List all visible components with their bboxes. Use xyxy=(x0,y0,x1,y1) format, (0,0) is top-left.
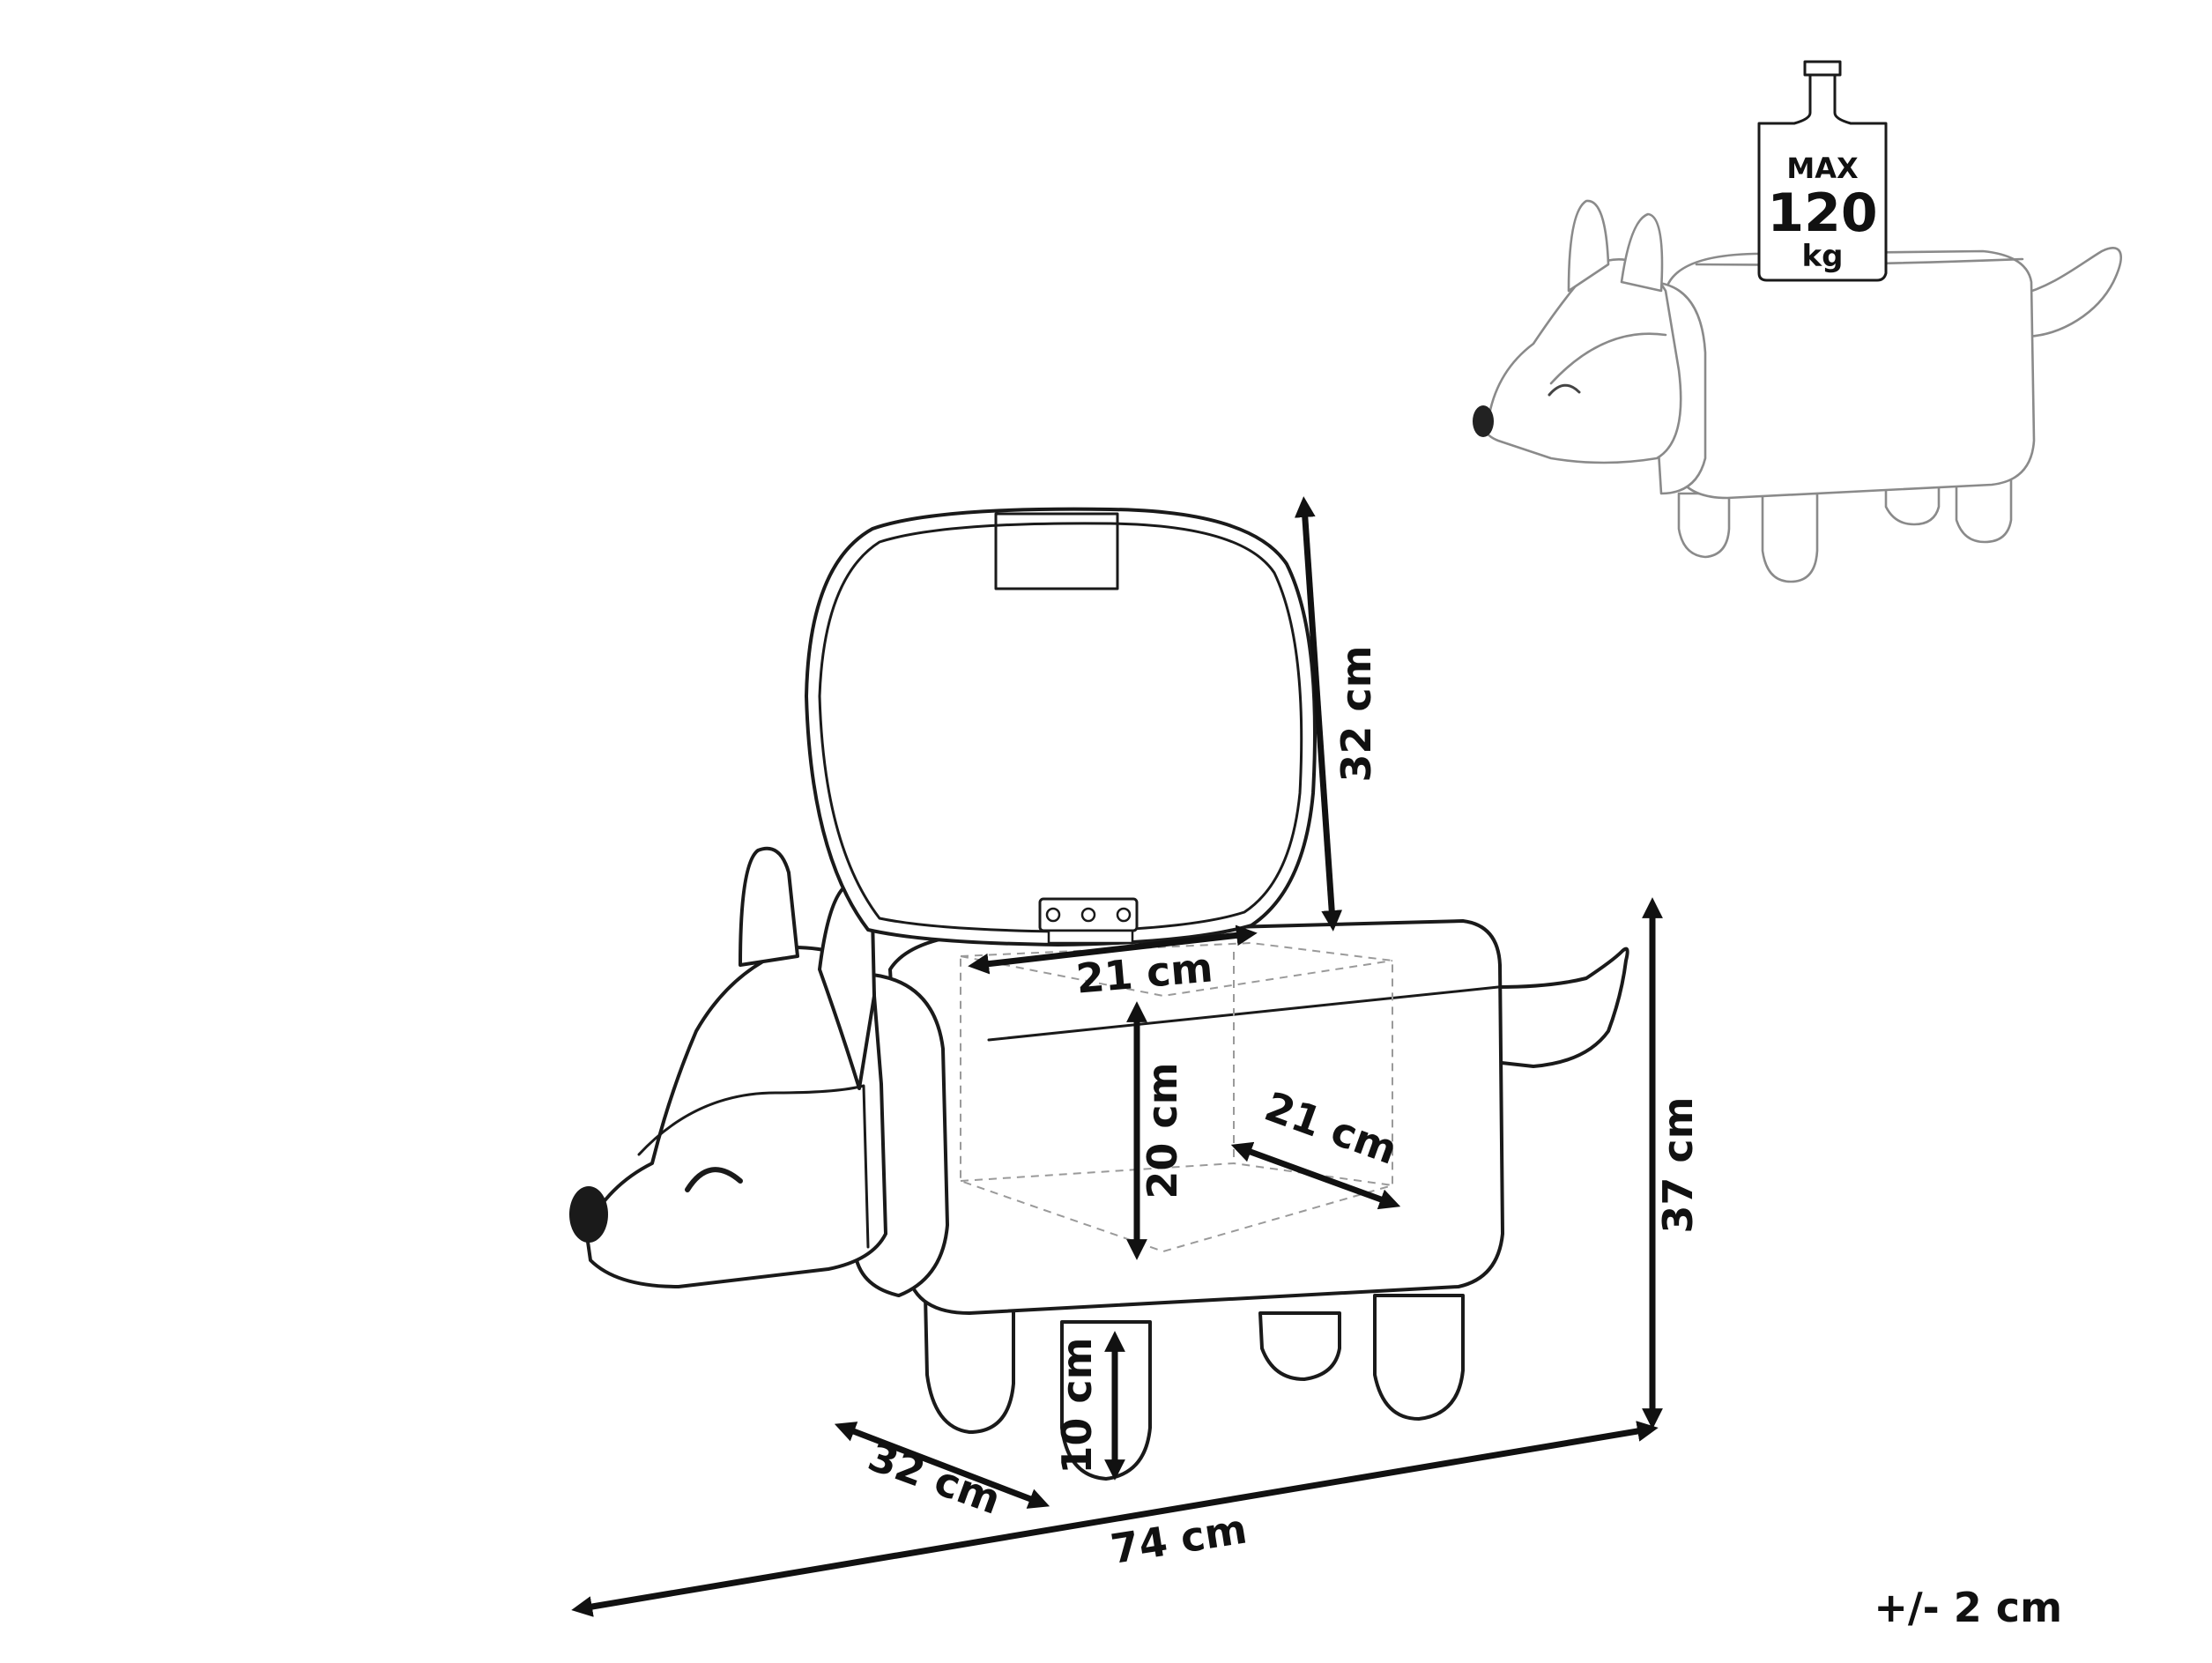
leg-back-left xyxy=(1258,1311,1341,1381)
dimension-lines xyxy=(571,496,1663,1617)
lid-height-arrow xyxy=(1294,496,1343,932)
fox-eye xyxy=(685,1167,743,1192)
leg-back-right xyxy=(1373,1294,1465,1421)
storage-depth-arrow xyxy=(1230,1141,1401,1210)
storage-width-label: 21 cm xyxy=(1074,943,1214,1002)
weight-badge-value: 120 xyxy=(1767,182,1877,244)
open-lid xyxy=(805,507,1317,947)
lid-height-label: 32 cm xyxy=(1332,645,1380,782)
leg-height-label: 10 cm xyxy=(1053,1337,1101,1474)
depth-label: 32 cm xyxy=(862,1432,1006,1524)
length-arrow xyxy=(571,1421,1659,1617)
weight-limit-badge: MAX 120 kg xyxy=(1757,60,1888,282)
total-height-label: 37 cm xyxy=(1654,1096,1702,1233)
fox-nose xyxy=(569,1186,608,1243)
storage-height-label: 20 cm xyxy=(1139,1062,1186,1199)
tolerance-note: +/- 2 cm xyxy=(1874,1584,2062,1631)
weight-badge-max: MAX xyxy=(1786,152,1859,185)
small-fox-illustration xyxy=(1473,199,2122,583)
weight-badge-unit: kg xyxy=(1802,239,1844,274)
leg-front-left xyxy=(924,1294,1015,1434)
storage-width-arrow xyxy=(968,924,1258,975)
main-fox-illustration xyxy=(569,507,1629,1481)
